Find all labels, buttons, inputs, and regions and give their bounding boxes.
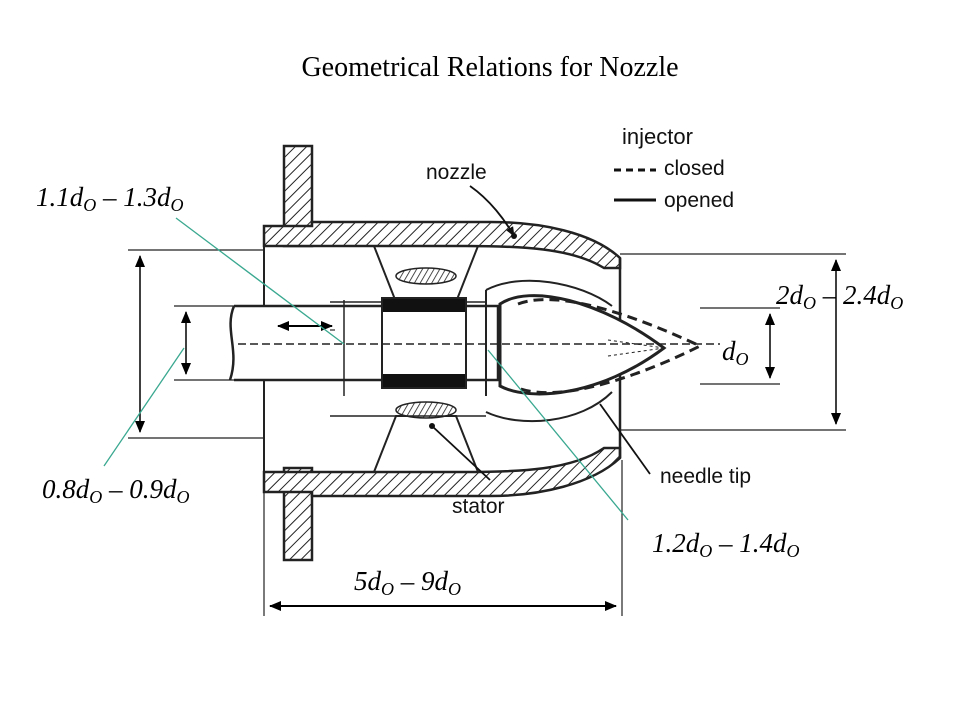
part-label-nozzle: nozzle <box>426 161 487 184</box>
dimension-label-1-2-1-4: 1.2dO – 1.4dO <box>652 528 800 561</box>
leader-lines <box>103 217 629 521</box>
needle-tip <box>498 294 704 396</box>
legend-samples <box>614 168 656 202</box>
needle-shaft <box>228 290 500 396</box>
dimension-label-5-9: 5dO – 9dO <box>354 566 461 599</box>
slide-title: Geometrical Relations for Nozzle <box>301 52 679 83</box>
legend-closed-label: closed <box>664 157 725 180</box>
legend-title: injector <box>622 124 693 149</box>
dimension-lines <box>128 249 846 616</box>
part-leaders <box>429 185 651 481</box>
nozzle-inner-contour <box>485 279 613 423</box>
dimension-label-0-8-0-9: 0.8dO – 0.9dO <box>42 474 190 507</box>
dimension-label-orifice: dO <box>722 336 749 369</box>
part-label-needle-tip: needle tip <box>660 465 752 488</box>
part-label-stator: stator <box>452 495 505 518</box>
nozzle-body <box>262 220 622 498</box>
dimension-label-1-1-1-3: 1.1dO – 1.3dO <box>36 182 184 215</box>
legend-opened-label: opened <box>664 189 735 212</box>
dimension-label-2-2-4: 2dO – 2.4dO <box>776 280 904 313</box>
